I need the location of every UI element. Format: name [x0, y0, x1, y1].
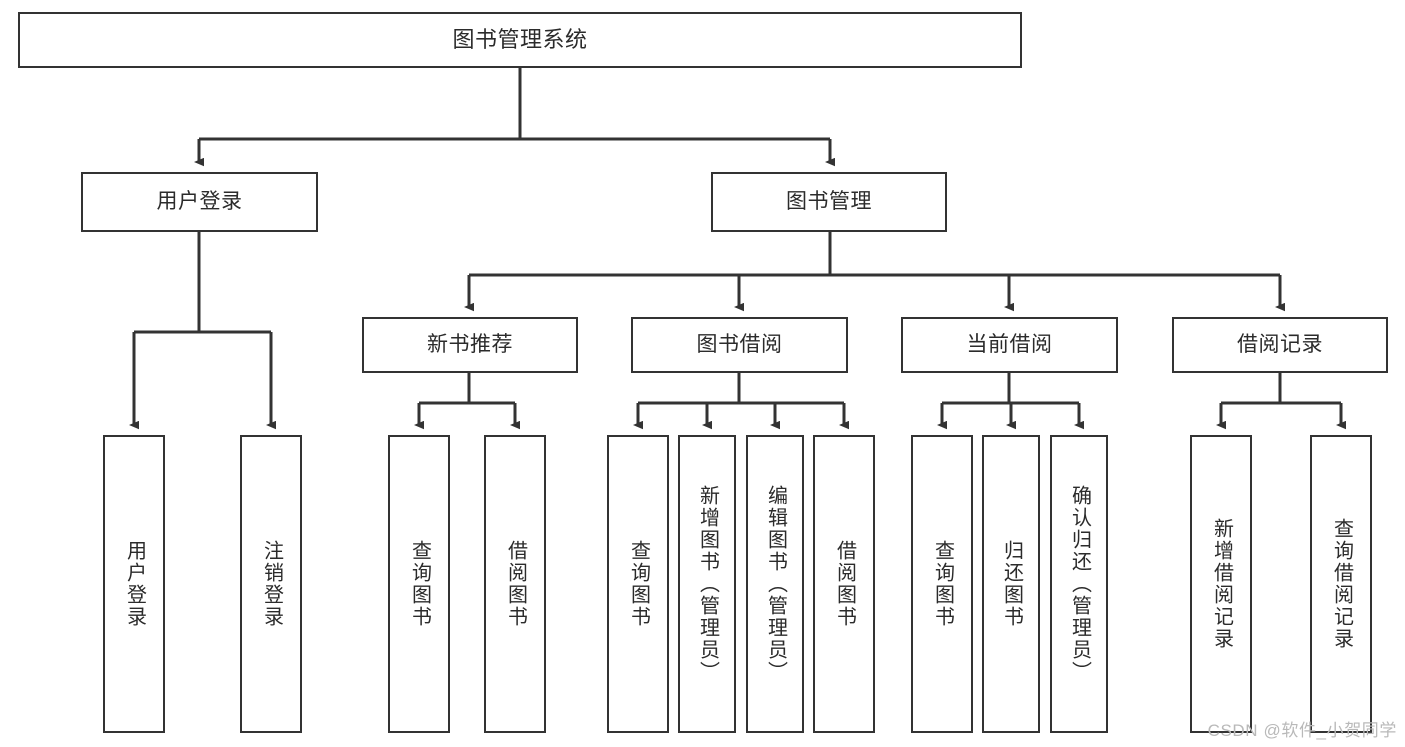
node-leaf-borrow-book-2[interactable]: 借阅图书: [813, 435, 875, 733]
node-current-borrow[interactable]: 当前借阅: [901, 317, 1118, 373]
node-label: 确认归还（管理员）: [1068, 485, 1091, 683]
node-label: 新增图书（管理员）: [696, 485, 719, 683]
node-label: 图书借阅: [696, 332, 783, 356]
node-leaf-return-book[interactable]: 归还图书: [982, 435, 1040, 733]
node-user-login[interactable]: 用户登录: [81, 172, 318, 232]
node-label: 图书管理系统: [452, 27, 588, 53]
node-leaf-user-login[interactable]: 用户登录: [103, 435, 165, 733]
node-leaf-confirm-return[interactable]: 确认归还（管理员）: [1050, 435, 1108, 733]
node-leaf-add-record[interactable]: 新增借阅记录: [1190, 435, 1252, 733]
node-leaf-add-book[interactable]: 新增图书（管理员）: [678, 435, 736, 733]
node-label: 用户登录: [123, 540, 146, 628]
node-label: 注销登录: [260, 540, 283, 628]
node-leaf-edit-book[interactable]: 编辑图书（管理员）: [746, 435, 804, 733]
node-label: 当前借阅: [966, 332, 1053, 356]
node-label: 借阅记录: [1237, 332, 1323, 356]
node-label: 查询图书: [408, 540, 431, 628]
node-label: 用户登录: [156, 189, 243, 213]
node-label: 图书管理: [786, 189, 872, 213]
node-book-borrow[interactable]: 图书借阅: [631, 317, 848, 373]
node-label: 编辑图书（管理员）: [764, 485, 787, 683]
node-label: 新书推荐: [427, 332, 513, 356]
csdn-watermark: CSDN @软件_小贺同学: [1207, 721, 1397, 740]
node-book-manage[interactable]: 图书管理: [711, 172, 947, 232]
node-label: 归还图书: [1000, 540, 1023, 628]
node-leaf-borrow-book-1[interactable]: 借阅图书: [484, 435, 546, 733]
node-leaf-query-book-2[interactable]: 查询图书: [607, 435, 669, 733]
node-leaf-query-book-1[interactable]: 查询图书: [388, 435, 450, 733]
node-root-system[interactable]: 图书管理系统: [18, 12, 1022, 68]
node-label: 查询图书: [627, 540, 650, 628]
node-label: 查询借阅记录: [1330, 518, 1353, 650]
node-new-book-recommend[interactable]: 新书推荐: [362, 317, 578, 373]
node-label: 查询图书: [931, 540, 954, 628]
node-label: 借阅图书: [504, 540, 527, 628]
node-label: 借阅图书: [833, 540, 856, 628]
node-label: 新增借阅记录: [1210, 518, 1233, 650]
node-leaf-query-record[interactable]: 查询借阅记录: [1310, 435, 1372, 733]
node-leaf-query-book-3[interactable]: 查询图书: [911, 435, 973, 733]
node-borrow-record[interactable]: 借阅记录: [1172, 317, 1388, 373]
node-leaf-user-logout[interactable]: 注销登录: [240, 435, 302, 733]
